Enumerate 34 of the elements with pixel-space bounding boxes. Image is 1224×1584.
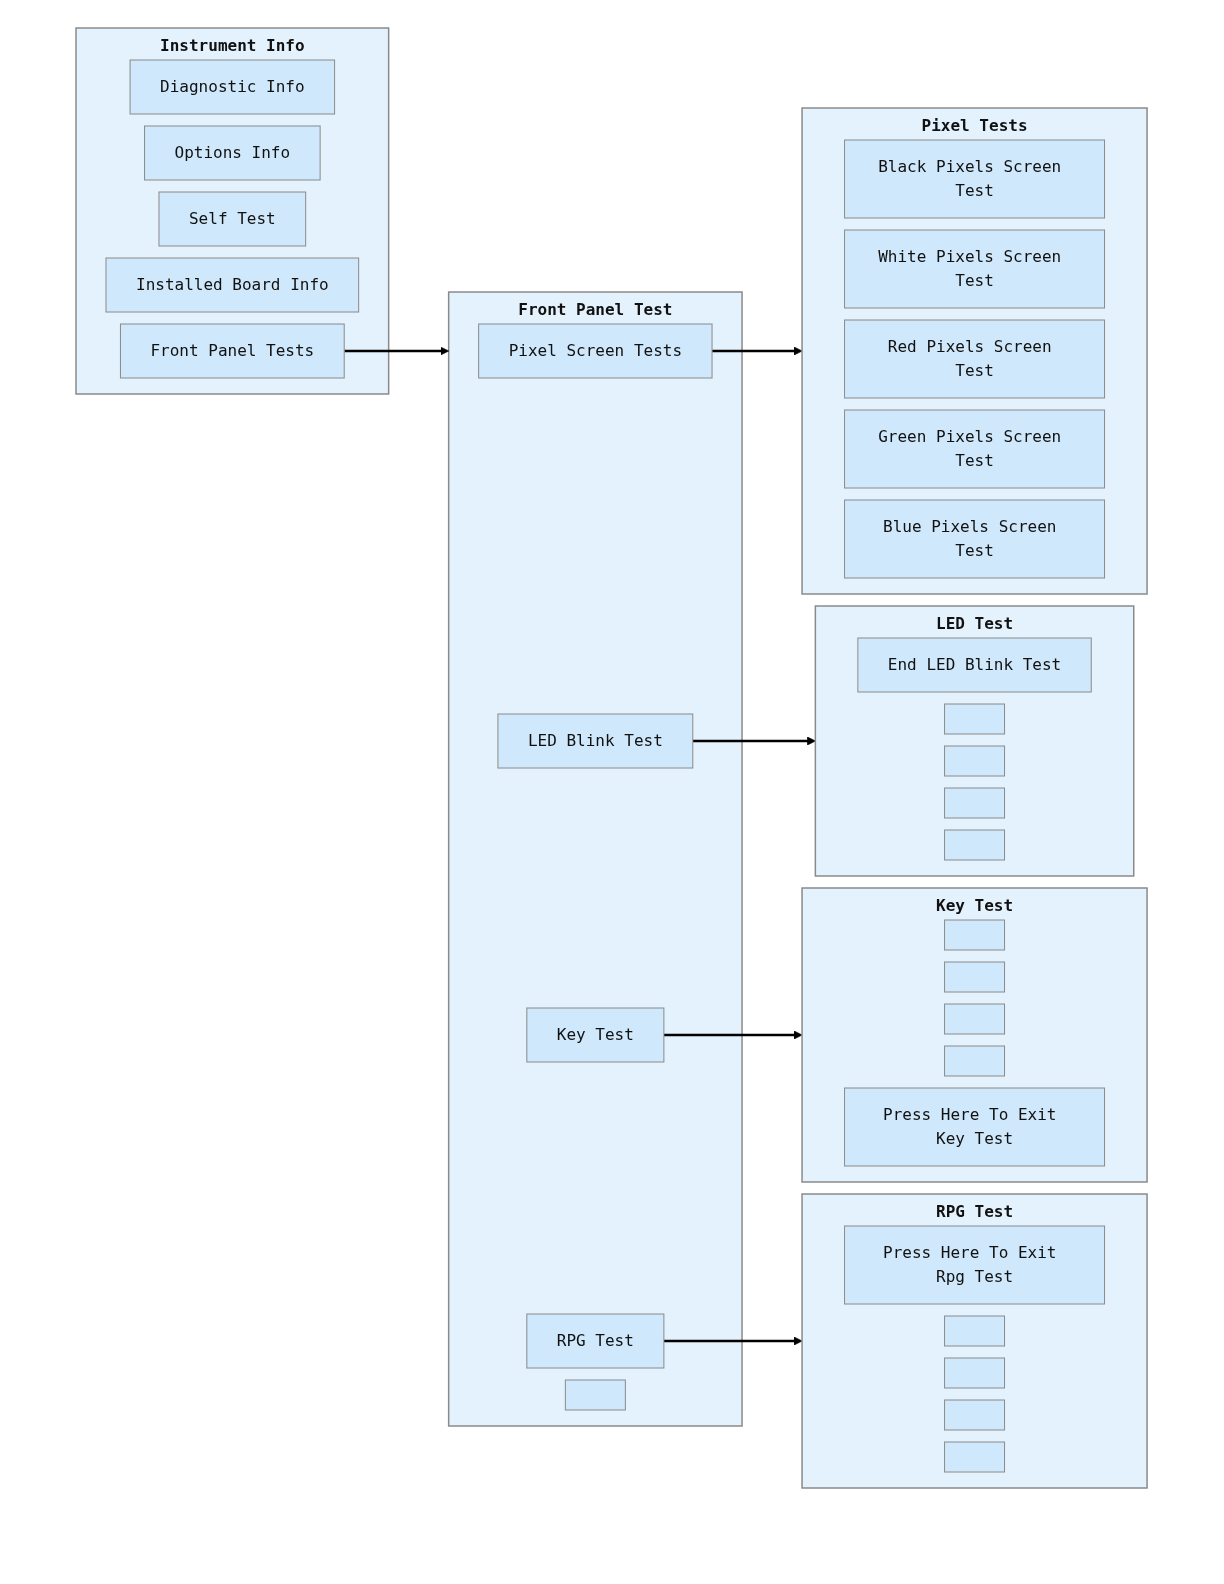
node-box: Black Pixels Screen Test bbox=[844, 139, 1106, 219]
node-box: Press Here To Exit Rpg Test bbox=[844, 1225, 1106, 1305]
node-box: Front Panel Tests bbox=[120, 323, 346, 379]
node-box: End LED Blink Test bbox=[857, 637, 1093, 693]
node-box: Options Info bbox=[144, 125, 322, 181]
node-box bbox=[565, 1379, 627, 1411]
node-box: Key Test bbox=[526, 1007, 665, 1063]
node-box: Pixel Screen Tests bbox=[478, 323, 713, 379]
node-box: LED Blink Test bbox=[497, 713, 694, 769]
node-box: Diagnostic Info bbox=[130, 59, 336, 115]
node-box bbox=[944, 703, 1006, 735]
node-box: Blue Pixels Screen Test bbox=[844, 499, 1106, 579]
node-box bbox=[944, 1357, 1006, 1389]
node-box: Press Here To Exit Key Test bbox=[844, 1087, 1106, 1167]
node-box bbox=[944, 1003, 1006, 1035]
node-box: White Pixels Screen Test bbox=[844, 229, 1106, 309]
arrow bbox=[712, 346, 803, 356]
node-box bbox=[944, 745, 1006, 777]
node-box bbox=[944, 787, 1006, 819]
node-box: Green Pixels Screen Test bbox=[844, 409, 1106, 489]
node-box: Installed Board Info bbox=[105, 257, 360, 313]
arrow bbox=[664, 1030, 803, 1040]
node-box bbox=[944, 1315, 1006, 1347]
node-box: Red Pixels Screen Test bbox=[844, 319, 1106, 399]
node-box: Self Test bbox=[158, 191, 307, 247]
arrow bbox=[664, 1336, 803, 1346]
node-box bbox=[944, 829, 1006, 861]
node-box bbox=[944, 1399, 1006, 1431]
node-box bbox=[944, 1441, 1006, 1473]
node-box bbox=[944, 1045, 1006, 1077]
node-box bbox=[944, 919, 1006, 951]
arrow bbox=[344, 346, 450, 356]
node-box: RPG Test bbox=[526, 1313, 665, 1369]
node-box bbox=[944, 961, 1006, 993]
